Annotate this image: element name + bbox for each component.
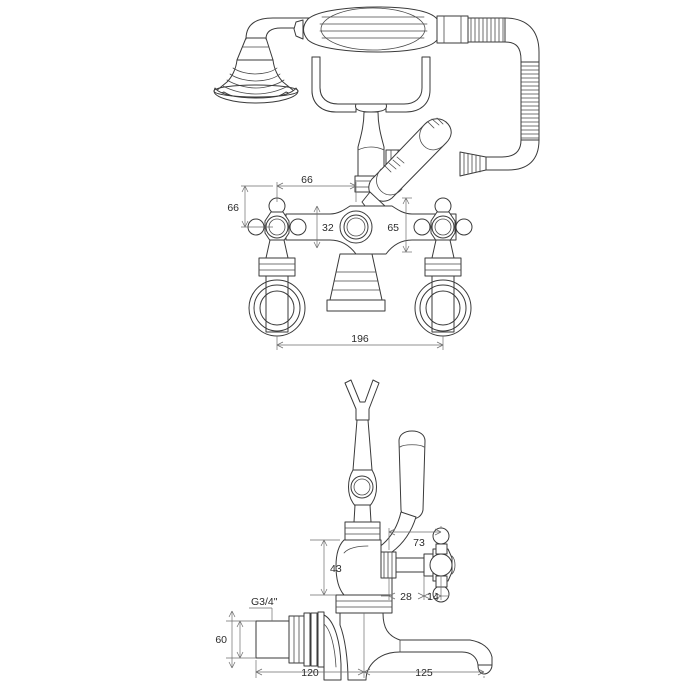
mixer-body [285,205,457,255]
hose-coil-horizontal [467,17,540,63]
dimension-label-43: 43 [330,563,342,575]
cross-head-handle-right [413,197,473,337]
dimension-28-14: 28 14 [381,576,449,603]
dimension-43-vertical: 43 [310,539,342,596]
dimension-label-73: 73 [413,537,425,549]
wall-union [255,611,342,681]
dimension-60-vertical: 60 [215,610,256,669]
dimension-group-upper: 66 66 32 [227,174,444,350]
dimension-73-horizontal: 73 [388,526,442,550]
hose-end-collar [459,151,487,177]
dimension-196-horizontal: 196 [276,333,444,350]
dimension-label-125: 125 [415,667,433,679]
dimension-32-vertical: 32 [313,205,334,249]
cross-head-handle-side [395,527,456,603]
dimension-label-120: 120 [301,667,319,679]
handset-grip [293,6,469,53]
dimension-66-vertical: 66 [227,185,273,228]
shower-rose [213,37,299,104]
dimension-group-lower: 73 43 28 [215,526,485,679]
valve-body [335,539,397,596]
view-front-elevation: 66 66 32 [213,6,540,350]
dimension-label-28: 28 [400,591,412,603]
dimension-label-60: 60 [215,634,227,646]
dimension-66-horizontal: 66 [276,174,357,202]
dimension-thread-callout: G3/4" [249,596,278,621]
dimension-label-196: 196 [351,333,369,345]
dimension-label-66-h: 66 [301,174,313,186]
diverter-lever [361,117,452,216]
dimension-label-14: 14 [427,591,439,603]
cradle-fork-side [344,379,381,541]
hose-coil-vertical [485,61,540,171]
dimension-120-125: 120 125 [255,613,485,679]
flexible-hose [245,17,311,40]
dimension-label-66-v: 66 [227,202,239,214]
lever-handle [373,430,426,561]
spout-nut [335,594,393,614]
dimension-label-thread: G3/4" [251,596,278,608]
spout-body [326,253,386,312]
dimension-65-vertical: 65 [387,197,412,253]
dimension-label-65: 65 [387,222,399,234]
view-side-elevation: 73 43 28 [215,379,493,681]
dimension-label-32: 32 [322,222,334,234]
